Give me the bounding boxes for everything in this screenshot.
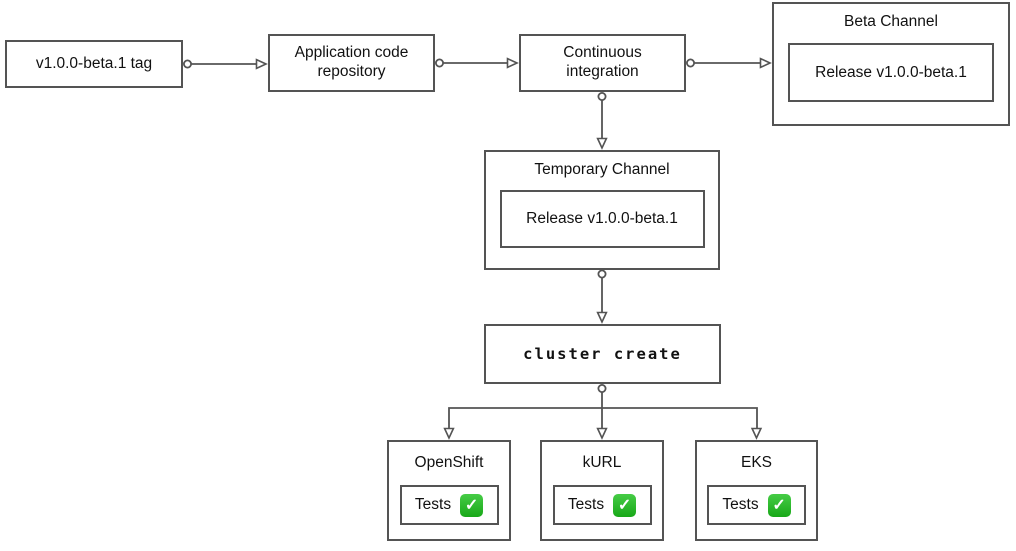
beta-channel-title: Beta Channel [844,13,938,30]
node-continuous-integration: Continuous integration [519,34,686,92]
node-version-tag: v1.0.0-beta.1 tag [5,40,183,88]
continuous-integration-label: Continuous integration [563,44,642,80]
node-temporary-channel: Temporary Channel Release v1.0.0-beta.1 [484,150,720,270]
temporary-channel-title: Temporary Channel [534,161,670,178]
eks-title: EKS [740,454,772,471]
openshift-tests-label: Tests [414,496,452,513]
node-cluster-eks: EKS Tests ✓ [695,440,818,541]
connector-ci-to-temporary-channel [596,92,608,150]
kurl-tests-label: Tests [567,496,605,513]
openshift-tests-box: Tests ✓ [399,485,499,525]
node-cluster-openshift: OpenShift Tests ✓ [387,440,511,541]
node-cluster-kurl: kURL Tests ✓ [540,440,664,541]
beta-channel-release-box: Release v1.0.0-beta.1 [788,43,994,102]
beta-release-label: Release v1.0.0-beta.1 [815,63,967,81]
connector-temporary-channel-to-cluster-create [596,269,608,324]
cluster-create-label: cluster create [523,344,682,363]
check-mark-button-icon: ✓ [767,493,791,517]
node-beta-channel: Beta Channel Release v1.0.0-beta.1 [772,2,1010,126]
repository-label: Application code repository [294,44,409,80]
node-application-code-repository: Application code repository [268,34,435,92]
connector-cluster-create-to-clusters [443,383,763,440]
check-mark-button-icon: ✓ [613,493,637,517]
check-mark-button-icon: ✓ [460,493,484,517]
connector-tag-to-repo [182,58,268,70]
node-cluster-create: cluster create [484,324,721,384]
connector-ci-to-beta-channel [686,57,772,69]
eks-tests-label: Tests [722,496,759,513]
connector-repo-to-ci [434,57,519,69]
kurl-tests-box: Tests ✓ [552,485,652,525]
eks-tests-box: Tests ✓ [707,485,806,525]
temporary-channel-release-box: Release v1.0.0-beta.1 [499,190,705,248]
kurl-title: kURL [582,454,622,471]
openshift-title: OpenShift [414,454,484,471]
temporary-release-label: Release v1.0.0-beta.1 [526,210,678,227]
version-tag-label: v1.0.0-beta.1 tag [35,54,153,72]
